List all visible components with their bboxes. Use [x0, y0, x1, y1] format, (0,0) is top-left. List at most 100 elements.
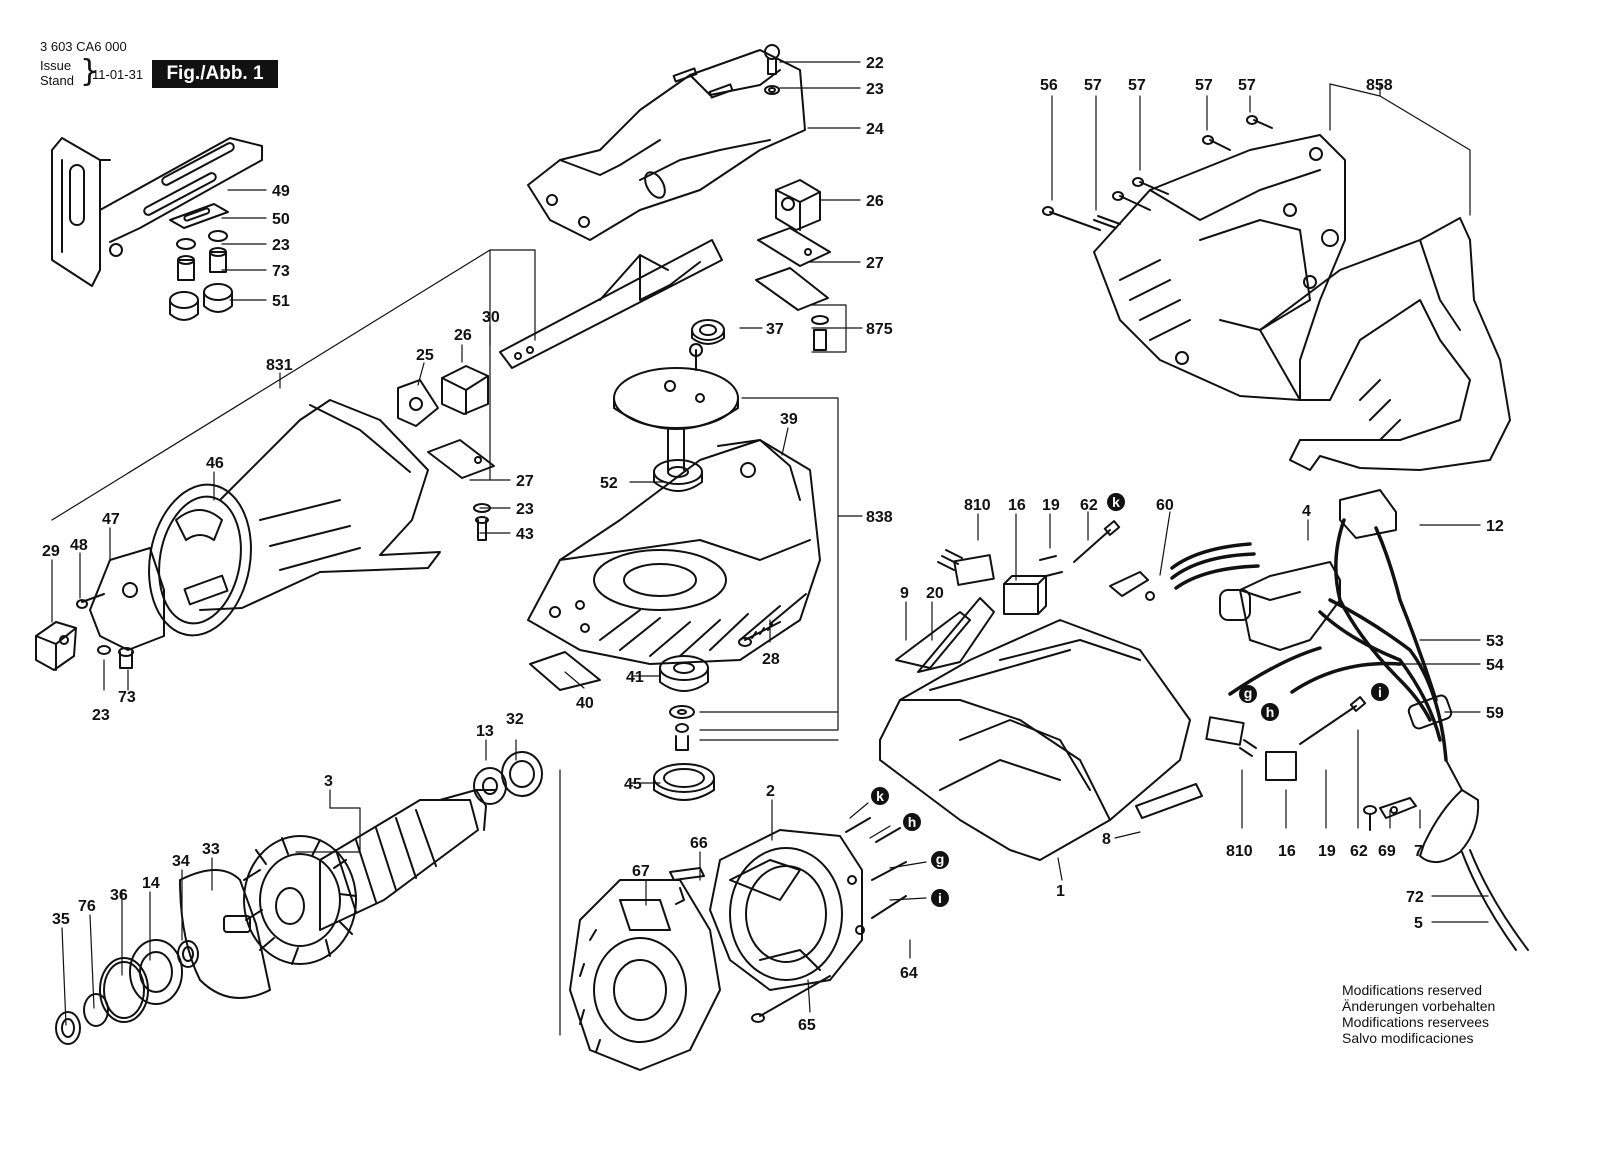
- callout: 72: [1406, 889, 1424, 906]
- note-line: Modifications reservees: [1342, 1014, 1490, 1030]
- callout: 37: [766, 321, 784, 338]
- baffle-33: [179, 869, 271, 999]
- brush-holder-810-bottom: [1205, 716, 1257, 757]
- strain-relief-7: [1379, 797, 1417, 819]
- washer-23-left-b: [473, 503, 491, 513]
- callout: 19: [1042, 497, 1060, 514]
- callout: 36: [110, 887, 128, 904]
- callout: 41: [626, 669, 644, 686]
- plug-12: [1339, 489, 1397, 539]
- bearing-32: [501, 751, 543, 797]
- callout: 810: [964, 497, 991, 514]
- callout: 29: [42, 543, 60, 560]
- plunger-rod-30: [499, 239, 723, 369]
- callout: 26: [454, 327, 472, 344]
- callout: 25: [416, 347, 434, 364]
- brace-symbol: }: [80, 54, 100, 89]
- wire-tag-letter: k: [1112, 494, 1120, 510]
- grommet-59: [1407, 694, 1453, 730]
- callout: 48: [70, 537, 88, 554]
- wire-tag-k1: k: [1107, 493, 1125, 511]
- switch-4: [1219, 561, 1341, 651]
- washers-23-left: [176, 230, 228, 250]
- gear-housing-cover-24: [527, 49, 806, 241]
- cover-47: [89, 547, 165, 651]
- gear-housing-39: [527, 439, 821, 665]
- handle-housing-858-right: [1259, 217, 1511, 471]
- motor-housing-1: [879, 619, 1191, 861]
- callout: 3: [324, 773, 333, 790]
- callout: 22: [866, 55, 884, 72]
- issue-label: Issue: [40, 58, 72, 73]
- wire-tag-letter: k: [876, 788, 884, 804]
- callout: 8: [1102, 831, 1111, 848]
- callout: 30: [482, 309, 500, 326]
- callout: 32: [506, 711, 524, 728]
- part-numbers: 22 23 24 26 27 875 37 39 838 52 28 41 45…: [42, 55, 1504, 1034]
- callout: 26: [866, 193, 884, 210]
- brush-holder-810-top: [937, 549, 995, 586]
- callout: 52: [600, 475, 618, 492]
- screw-48: [76, 593, 105, 609]
- callout: 810: [1226, 843, 1253, 860]
- bearing-41: [659, 655, 709, 692]
- knobs-51: [169, 283, 233, 321]
- guide-block-26-left: [441, 365, 489, 415]
- strip-8: [1135, 783, 1203, 819]
- callout: 57: [1128, 77, 1146, 94]
- callout: 60: [1156, 497, 1174, 514]
- handle-housing-858-left: [1093, 134, 1346, 401]
- callout: 51: [272, 293, 290, 310]
- wire-tag-h1: h: [1261, 703, 1279, 721]
- callout: 46: [206, 455, 224, 472]
- callout: 67: [632, 863, 650, 880]
- brush-16-top: [1003, 575, 1047, 615]
- wire-tag-letter: i: [1378, 684, 1382, 700]
- air-guide-67: [569, 879, 721, 1071]
- ring-45: [653, 763, 715, 801]
- bearing-37: [691, 319, 725, 345]
- screw-28: [738, 621, 781, 647]
- callout: 50: [272, 211, 290, 228]
- issue-date: 11-01-31: [92, 67, 144, 82]
- callout: 33: [202, 841, 220, 858]
- callout: 57: [1195, 77, 1213, 94]
- note-line: Modifications reserved: [1342, 982, 1483, 998]
- callout: 62: [1350, 843, 1368, 860]
- screw-65: [751, 975, 831, 1023]
- callout: 47: [102, 511, 120, 528]
- callout: 2: [766, 783, 775, 800]
- callout: 57: [1084, 77, 1102, 94]
- callout: 40: [576, 695, 594, 712]
- washers-stack: [669, 705, 695, 751]
- wire-tag-i1: i: [1371, 683, 1389, 701]
- callout: 27: [866, 255, 884, 272]
- wire-tags: k g h i k h g i: [871, 493, 1389, 907]
- brush-16-bottom: [1265, 751, 1297, 781]
- callout: 59: [1486, 705, 1504, 722]
- blade-clamp-29: [35, 621, 77, 671]
- callout: 76: [78, 898, 96, 915]
- screw-73-left-b: [118, 647, 134, 669]
- wire-62-top: [1073, 520, 1121, 563]
- callout: 73: [118, 689, 136, 706]
- wire-tag-letter: i: [938, 890, 942, 906]
- callout: 62: [1080, 497, 1098, 514]
- front-housing-46: [183, 399, 441, 611]
- ring-36: [99, 957, 149, 1023]
- connector-66: [669, 867, 705, 905]
- callout: 19: [1318, 843, 1336, 860]
- plate-50: [169, 203, 229, 229]
- bearing-52: [653, 459, 703, 492]
- cables-switch: [1170, 518, 1448, 762]
- screws-73-left: [177, 247, 227, 281]
- callout: 56: [1040, 77, 1058, 94]
- note-line: Salvo modificaciones: [1342, 1030, 1474, 1046]
- clamp-plate-875: [755, 267, 829, 351]
- callout: 65: [798, 1017, 816, 1034]
- callout: 838: [866, 509, 893, 526]
- callout: 53: [1486, 633, 1504, 650]
- wire-tag-letter: h: [908, 814, 917, 830]
- document-number: 3 603 CA6 000: [40, 39, 127, 54]
